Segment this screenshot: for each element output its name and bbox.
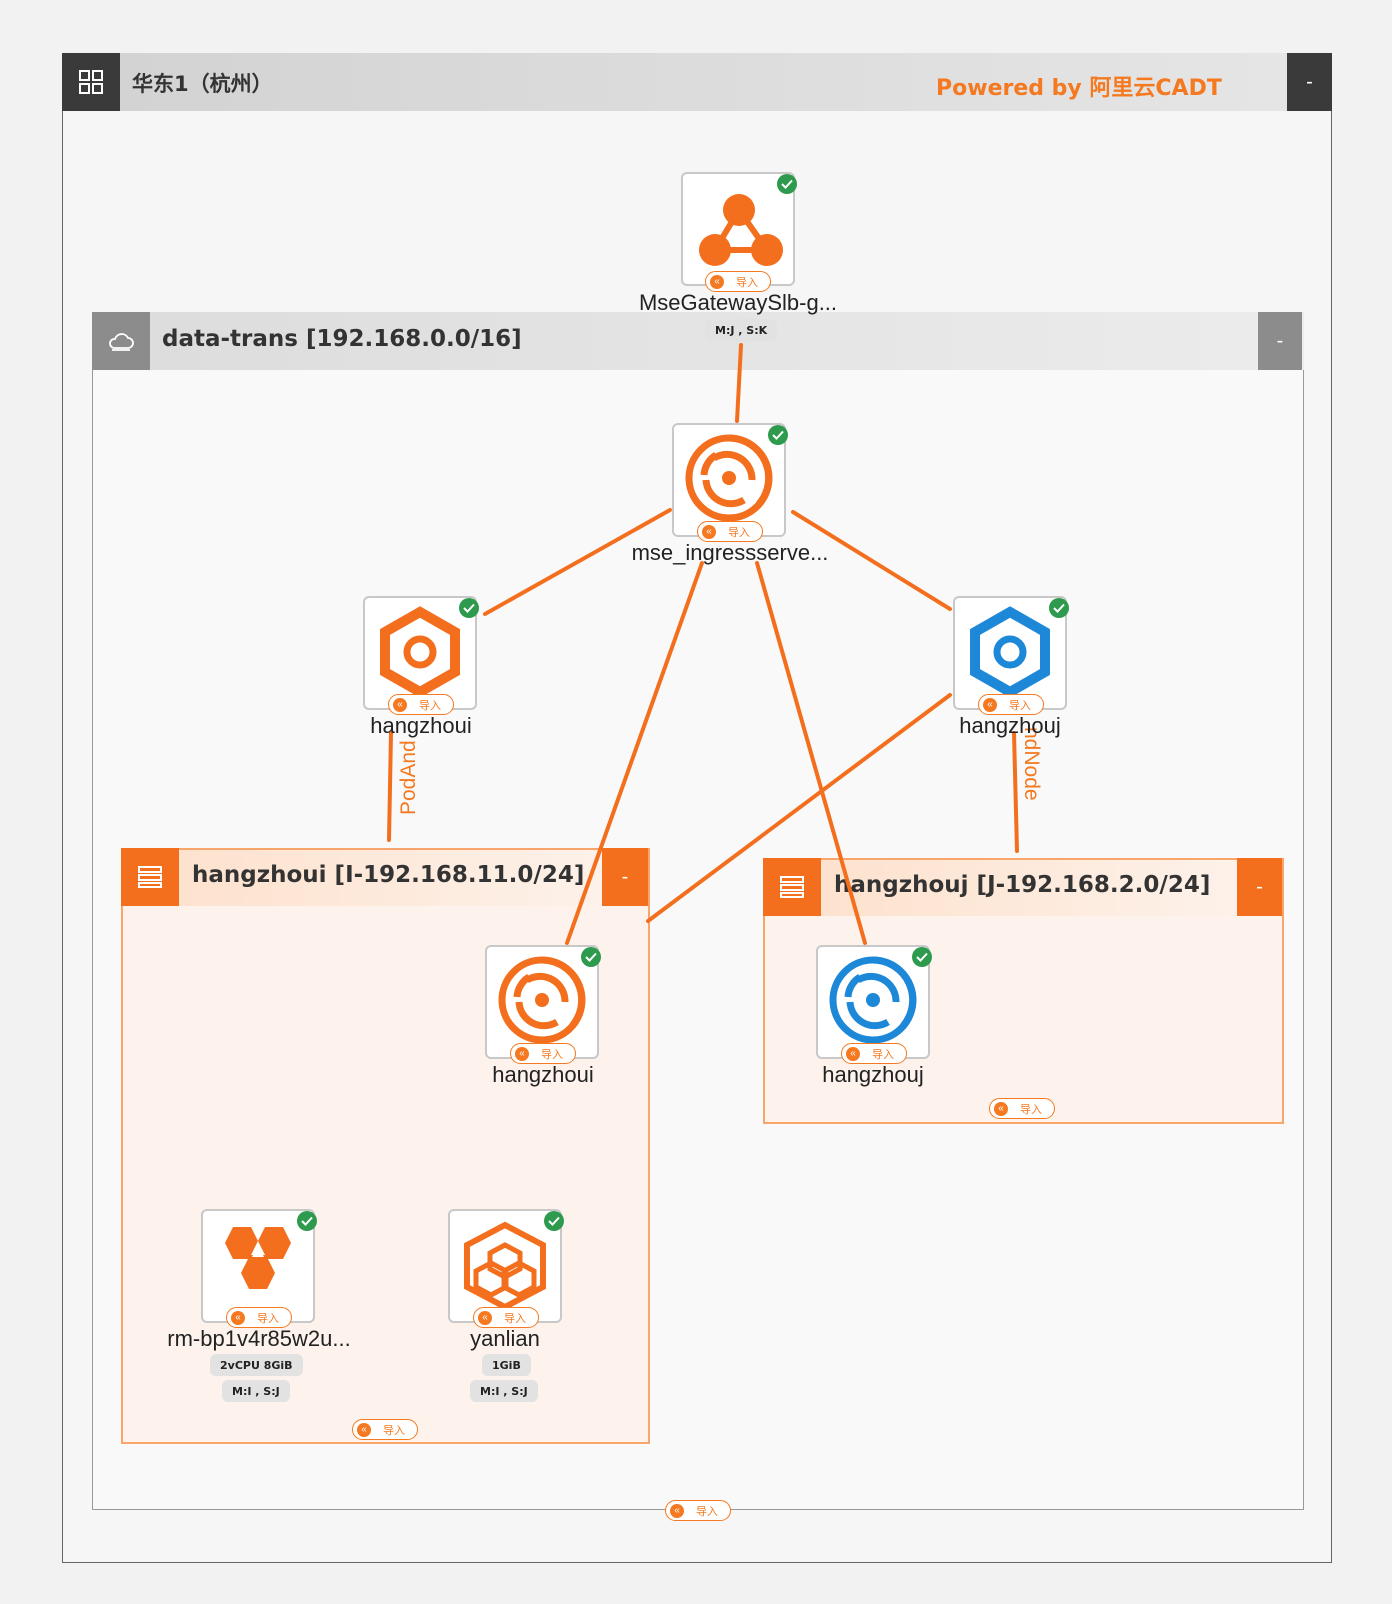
server-i-node[interactable]	[485, 945, 599, 1059]
chevron-left-icon: «	[994, 1101, 1008, 1116]
server-j-label: hangzhouj	[822, 1062, 924, 1087]
vpc-collapse-button[interactable]: -	[1258, 312, 1302, 370]
server-j-import-button[interactable]: «导入	[841, 1043, 907, 1064]
yanlian-node[interactable]	[448, 1209, 562, 1323]
chevron-left-icon: «	[231, 1310, 245, 1325]
check-icon	[581, 947, 601, 967]
link-ingress-server-j	[755, 561, 867, 945]
vswitch-i-header	[123, 850, 648, 906]
slb-icon	[699, 194, 783, 266]
rds-node[interactable]	[201, 1209, 315, 1323]
vswitch-j-title: hangzhouj [J-192.168.2.0/24]	[834, 872, 1211, 898]
podnode-j-node[interactable]	[953, 596, 1067, 710]
chevron-left-icon: «	[393, 697, 407, 712]
cube-cluster-icon	[464, 1221, 546, 1311]
vpc-import-button[interactable]: «导入	[665, 1500, 731, 1521]
chevron-left-icon: «	[983, 697, 997, 712]
podnode-j-label: hangzhouj	[959, 713, 1061, 738]
check-icon	[544, 1211, 564, 1231]
link-gateway-ingress	[735, 343, 743, 423]
server-i-label: hangzhoui	[492, 1062, 594, 1087]
ingress-label: mse_ingressserve...	[631, 540, 829, 565]
check-icon	[1049, 598, 1069, 618]
region-collapse-button[interactable]: -	[1287, 53, 1332, 111]
check-icon	[912, 947, 932, 967]
rds-zone-tag: M:I , S:J	[222, 1380, 290, 1402]
chevron-left-icon: «	[710, 274, 724, 289]
vswitch-i-import-button[interactable]: «导入	[352, 1419, 418, 1440]
check-icon	[459, 598, 479, 618]
chevron-left-icon: «	[702, 524, 716, 539]
chevron-left-icon: «	[670, 1503, 684, 1518]
link-ingress-podnode-i	[483, 508, 672, 616]
yanlian-zone-tag: M:I , S:J	[470, 1380, 538, 1402]
podnode-j-import-button[interactable]: «导入	[978, 694, 1044, 715]
podnode-i-import-button[interactable]: «导入	[388, 694, 454, 715]
check-icon	[777, 174, 797, 194]
link-label-podandnode-i: PodAnd	[397, 740, 420, 815]
region-header	[62, 53, 1332, 111]
gateway-label: MseGatewaySlb-g...	[638, 290, 838, 315]
link-podnode-i-vswitch-i	[387, 731, 393, 842]
vpc-header	[92, 312, 1304, 370]
yanlian-spec-tag: 1GiB	[482, 1354, 531, 1376]
check-icon	[297, 1211, 317, 1231]
cloud-icon	[92, 312, 150, 370]
swirl-icon	[685, 434, 773, 522]
rds-label: rm-bp1v4r85w2u...	[167, 1326, 351, 1351]
hexagon-icon	[970, 606, 1050, 698]
link-podnode-j-vswitch-i	[646, 693, 952, 923]
mse-ingress-node[interactable]	[672, 423, 786, 537]
link-ingress-podnode-j	[791, 510, 952, 611]
check-icon	[768, 425, 788, 445]
swirl-icon	[829, 956, 917, 1044]
region-title: 华东1（杭州）	[132, 72, 273, 96]
database-hexagon-icon	[225, 1227, 291, 1289]
chevron-left-icon: «	[846, 1046, 860, 1061]
chevron-left-icon: «	[478, 1310, 492, 1325]
link-podnode-j-vswitch-j	[1012, 731, 1019, 853]
gateway-slb-node[interactable]	[681, 172, 795, 286]
rds-import-button[interactable]: «导入	[226, 1307, 292, 1328]
grid-icon	[79, 70, 103, 94]
podnode-i-label: hangzhoui	[370, 713, 472, 738]
ingress-import-button[interactable]: «导入	[697, 521, 763, 542]
region-icon	[62, 53, 120, 111]
swirl-icon	[498, 956, 586, 1044]
server-list-icon	[763, 858, 821, 916]
gateway-import-button[interactable]: «导入	[705, 271, 771, 292]
link-ingress-server-i	[565, 561, 704, 945]
server-list-icon	[121, 848, 179, 906]
rds-spec-tag: 2vCPU 8GiB	[210, 1354, 303, 1376]
vswitch-i-title: hangzhoui [I-192.168.11.0/24]	[192, 862, 585, 888]
chevron-left-icon: «	[357, 1422, 371, 1437]
vswitch-j-import-button[interactable]: «导入	[989, 1098, 1055, 1119]
vswitch-j-collapse-button[interactable]: -	[1237, 858, 1282, 916]
powered-by-text: Powered by 阿里云CADT	[936, 76, 1222, 101]
server-i-import-button[interactable]: «导入	[510, 1043, 576, 1064]
hexagon-icon	[380, 606, 460, 698]
chevron-left-icon: «	[515, 1046, 529, 1061]
yanlian-import-button[interactable]: «导入	[473, 1307, 539, 1328]
vpc-title: data-trans [192.168.0.0/16]	[162, 326, 522, 352]
gateway-tag: M:J , S:K	[705, 319, 778, 341]
yanlian-label: yanlian	[470, 1326, 540, 1351]
vswitch-i-collapse-button[interactable]: -	[602, 848, 648, 906]
